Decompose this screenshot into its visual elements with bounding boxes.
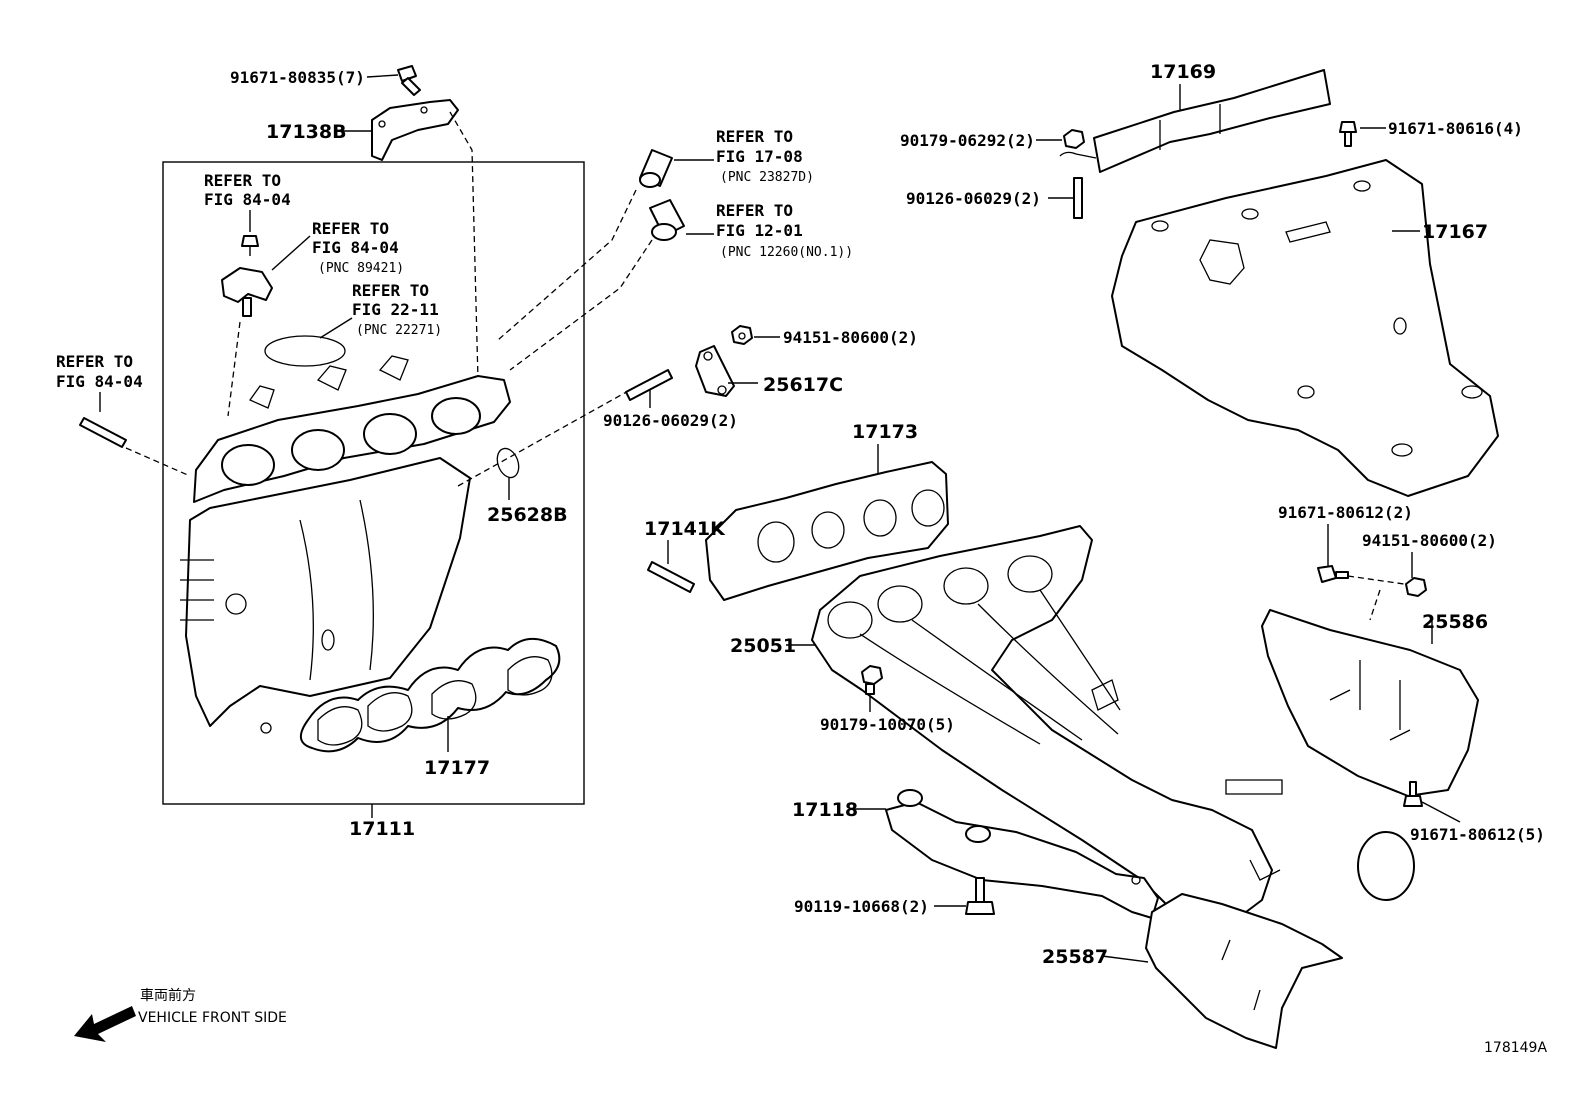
bolt-90119-10668 bbox=[965, 877, 995, 915]
part-label: 91671-80835(7) bbox=[230, 68, 365, 87]
front-label-jp: 車両前方 bbox=[140, 987, 196, 1004]
nut-90179-06292 bbox=[1059, 129, 1097, 159]
nut-94151-80600 bbox=[731, 325, 753, 345]
insulator-25586 bbox=[1261, 609, 1479, 797]
nut-90179-10070 bbox=[861, 665, 883, 695]
insulator-25587 bbox=[1145, 893, 1343, 1049]
ref-line: FIG 84-04 bbox=[56, 372, 143, 391]
part-label: 90179-10070(5) bbox=[820, 715, 955, 734]
ref-line: REFER TO bbox=[716, 201, 793, 220]
part-label: 25051 bbox=[730, 635, 796, 657]
o-ring-22271 bbox=[264, 335, 346, 367]
ref-line: REFER TO bbox=[204, 171, 281, 190]
part-label: 90126-06029(2) bbox=[906, 189, 1041, 208]
bolt-91671-80612-b bbox=[1403, 781, 1423, 807]
part-label: 91671-80612(5) bbox=[1410, 825, 1545, 844]
part-label: 17177 bbox=[424, 757, 490, 779]
part-label: 17167 bbox=[1422, 221, 1488, 243]
intake-assembly-box bbox=[162, 161, 585, 805]
part-label: 94151-80600(2) bbox=[783, 328, 918, 347]
part-label: 17118 bbox=[792, 799, 858, 821]
stud bbox=[79, 417, 127, 448]
part-label: 17169 bbox=[1150, 61, 1216, 83]
insulator-17169 bbox=[1093, 69, 1331, 173]
front-arrow-icon bbox=[74, 1006, 136, 1042]
part-label: 17173 bbox=[852, 421, 918, 443]
o-ring-25628B bbox=[496, 447, 520, 479]
exhaust-manifold-25051 bbox=[811, 525, 1415, 931]
front-label-en: VEHICLE FRONT SIDE bbox=[138, 1010, 287, 1026]
ref-pnc: (PNC 23827D) bbox=[720, 170, 814, 185]
insulator-17167 bbox=[1111, 159, 1499, 497]
ref-line: FIG 22-11 bbox=[352, 300, 439, 319]
bolt-91671-80612 bbox=[1317, 565, 1349, 583]
part-label: 17141K bbox=[644, 518, 726, 540]
ref-line: REFER TO bbox=[312, 219, 389, 238]
ref-line: FIG 84-04 bbox=[204, 190, 291, 209]
part-label: 17111 bbox=[349, 818, 415, 840]
ref-pnc: (PNC 22271) bbox=[356, 323, 442, 338]
part-label: 90119-10668(2) bbox=[794, 897, 929, 916]
part-label: 91671-80616(4) bbox=[1388, 119, 1523, 138]
part-label: 25617C bbox=[763, 374, 843, 396]
ref-line: REFER TO bbox=[352, 281, 429, 300]
part-label: 17138B bbox=[266, 121, 347, 143]
part-label: 94151-80600(2) bbox=[1362, 531, 1497, 550]
nut-94151-80600-b bbox=[1405, 577, 1427, 597]
part-label: 25628B bbox=[487, 504, 568, 526]
part-label: 25587 bbox=[1042, 946, 1108, 968]
intake-manifold-17111 bbox=[180, 355, 511, 734]
sensor-bolt bbox=[241, 235, 259, 256]
stud-90126-06029-b bbox=[1073, 177, 1083, 219]
ref-pnc: (PNC 89421) bbox=[318, 261, 404, 276]
bracket-17138B bbox=[371, 99, 459, 161]
plate-25617C bbox=[695, 345, 735, 397]
ref-line: REFER TO bbox=[56, 352, 133, 371]
gasket-17173 bbox=[705, 461, 949, 601]
bolt-91671-80835 bbox=[397, 65, 421, 96]
ref-line: REFER TO bbox=[716, 127, 793, 146]
stud-17141K bbox=[647, 561, 695, 593]
bracket-17118 bbox=[885, 789, 1159, 919]
connector-23827D bbox=[639, 149, 673, 188]
part-label: 90179-06292(2) bbox=[900, 131, 1035, 150]
bolt-91671-80616 bbox=[1339, 121, 1357, 147]
part-label: 90126-06029(2) bbox=[603, 411, 738, 430]
ref-pnc: (PNC 12260(NO.1)) bbox=[720, 245, 853, 260]
part-label: 91671-80612(2) bbox=[1278, 503, 1413, 522]
stud-90126-06029 bbox=[625, 369, 673, 401]
sensor-89421 bbox=[221, 267, 273, 317]
ref-line: FIG 17-08 bbox=[716, 147, 803, 166]
part-label: 25586 bbox=[1422, 611, 1488, 633]
ref-line: FIG 84-04 bbox=[312, 238, 399, 257]
gasket-17177 bbox=[300, 638, 561, 753]
hose-12260 bbox=[649, 199, 685, 241]
ref-line: FIG 12-01 bbox=[716, 221, 803, 240]
figure-id: 178149A bbox=[1484, 1040, 1547, 1056]
